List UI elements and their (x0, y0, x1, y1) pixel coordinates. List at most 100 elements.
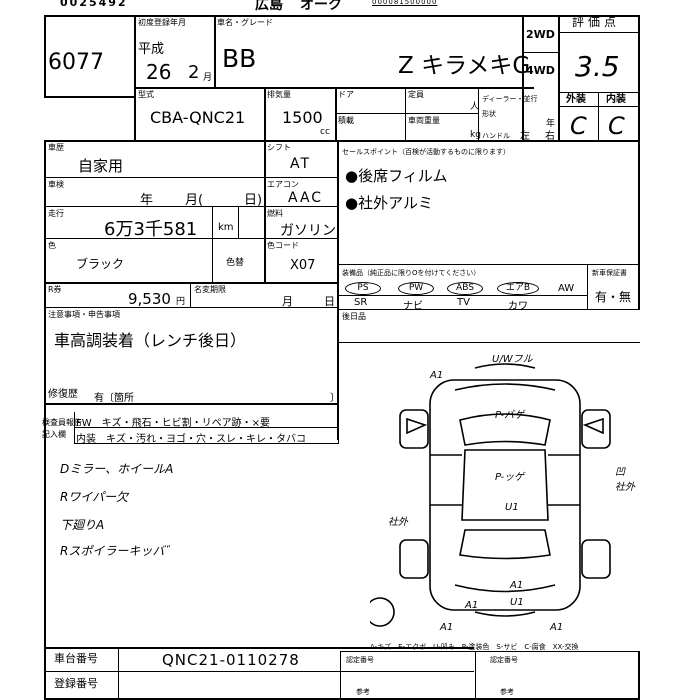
color-change-label: 色替 (226, 258, 245, 268)
door-label: ドア (338, 90, 354, 99)
diag-mark-a1-front: A1 (429, 370, 443, 381)
inspector-row-1: FW キズ・飛石・ヒビ割・リペア跡・×要 (76, 418, 271, 429)
first-reg-month: 2 (188, 62, 200, 83)
year-small: 年 (546, 119, 556, 129)
color-value: ブラック (76, 257, 125, 271)
score-label: 評価点 (572, 15, 621, 29)
diag-mark-roof: P-ッゲ (495, 471, 526, 483)
first-reg-month-unit: 月 (203, 73, 213, 83)
handle-right: 右 (545, 131, 555, 142)
repair-value: 有〔箇所 (94, 393, 134, 404)
shift-value: AT (290, 156, 312, 172)
equip-sr: SR (354, 297, 368, 308)
diag-mark-hood: P-バゲ (495, 409, 526, 421)
auction-place: 広島 (255, 0, 283, 13)
model-label: 車名・グレード (217, 18, 273, 27)
exterior-grade: C (570, 112, 587, 140)
model-name: BB (222, 44, 257, 73)
recycle-label: R券 (48, 285, 62, 294)
interior-grade: C (608, 112, 625, 140)
equip-leather: カワ (508, 301, 528, 312)
notes-label: 注意事項・申告事項 (48, 310, 120, 319)
recycle-unit: 円 (176, 297, 186, 307)
first-reg-label: 初度登録年月 (138, 18, 186, 27)
equip-tv: TV (457, 297, 470, 308)
color-code-label: 色コード (267, 241, 299, 250)
equip-ps: PS (345, 282, 381, 295)
aircon-value: AAC (288, 190, 324, 206)
capacity-label: 定員 (408, 90, 424, 99)
type-code: CBA-QNC21 (150, 108, 246, 127)
deadline-month: 月 (282, 295, 293, 308)
handle-left: 左 (520, 131, 530, 142)
registration-label: 登録番号 (54, 677, 98, 690)
inspector-label-2: 記入欄 (42, 430, 66, 439)
color-label: 色 (48, 241, 56, 250)
equip-aw: AW (558, 283, 575, 294)
deadline-label: 名変期限 (194, 285, 226, 294)
displacement-unit: cc (320, 127, 330, 137)
usage-value: 自家用 (78, 157, 124, 175)
inspection-label: 車検 (48, 180, 64, 189)
diag-mark-right: 凹 (615, 467, 626, 478)
cert-label-1: 認定番号 (346, 656, 374, 664)
car-body-diagram: U/Wフル A1 P-バゲ P-ッゲ U1 凹 社外 社外 A1 A1 U1 A… (370, 354, 636, 633)
shape-label: 形状 (482, 110, 496, 118)
diag-mark-a1-rear: A1 (509, 580, 523, 591)
shift-label: シフト (267, 143, 291, 152)
model-grade: Z キラメキG (398, 53, 531, 79)
equip-navi: ナビ (403, 301, 423, 312)
recycle-value: 9,530 (128, 290, 171, 308)
inspector-row-2: 内装 キズ・汚れ・ヨゴ・穴・スレ・キレ・タバコ (76, 434, 306, 445)
diag-mark-a1-bottom-right: A1 (549, 622, 563, 633)
weight-label: 車両重量 (408, 116, 440, 125)
inspector-label-1: 検査員報告 (42, 418, 82, 427)
diag-mark-front-uw: U/Wフル (492, 354, 534, 365)
handwritten-note-4: Rスポイラーキッバ゛ (60, 544, 177, 558)
new-warranty-value: 有・無 (595, 290, 632, 304)
inspection-day: 日) (244, 193, 263, 208)
mileage-unit: km (218, 222, 234, 233)
cert-ref-1: 参考 (356, 688, 370, 696)
handwritten-note-2: Rワイパー欠 (60, 490, 129, 504)
displacement-label: 排気量 (267, 90, 291, 99)
diag-side-note-right: 社外 (615, 481, 636, 493)
chassis-label: 車台番号 (54, 652, 98, 665)
score-value: 3.5 (575, 50, 620, 83)
diag-mark-a1-bottom-left: A1 (439, 622, 453, 633)
deadline-day: 日 (324, 295, 335, 308)
diag-mark-u1-roof: U1 (505, 502, 519, 513)
handle-label: ハンドル (482, 132, 510, 140)
equipment-label: 装備品（純正品に限りOを付けてください） (342, 269, 481, 277)
cert-label-2: 認定番号 (490, 656, 518, 664)
fuel-label: 燃料 (267, 209, 283, 218)
handwritten-note-1: Dミラー、ホイールA (60, 462, 174, 476)
lot-number: 6077 (48, 50, 104, 75)
new-warranty-label: 新車保証書 (592, 269, 627, 277)
repair-close: 〕 (330, 393, 340, 404)
damage-legend: A-キズ E-エクボ U-凹み P-塗装色 S-サビ C-腐食 XX-交換 (370, 643, 579, 651)
drive-2wd: 2WD (526, 28, 555, 41)
inspection-month: 月( (185, 193, 204, 208)
first-reg-era: 平成 (138, 42, 165, 57)
drive-4wd: 4WD (526, 64, 555, 77)
auction-suffix: オーク (300, 0, 342, 13)
sales-point-2: ●社外アルミ (345, 194, 433, 212)
first-reg-year: 26 (146, 60, 172, 84)
diag-side-note-left: 社外 (388, 516, 409, 528)
equip-airbag: エアB (497, 282, 539, 295)
chassis-value: QNC21-0110278 (162, 651, 300, 669)
top-number: 0025492 (60, 0, 128, 9)
fuel-value: ガソリン (280, 223, 336, 239)
dealer-label: ディーラー・並行 (482, 95, 538, 103)
interior-label: 内装 (606, 94, 626, 105)
kg-unit: kg (470, 130, 481, 140)
type-code-label: 型式 (138, 90, 154, 99)
repair-label: 修復歴 (48, 389, 78, 400)
exterior-label: 外装 (566, 94, 586, 105)
aircon-label: エアコン (267, 180, 299, 189)
person-unit: 人 (470, 102, 480, 112)
handwritten-note-3: 下廻りA (60, 518, 105, 532)
mileage-value: 6万3千581 (104, 219, 198, 240)
postscript-label: 後日品 (342, 312, 366, 321)
